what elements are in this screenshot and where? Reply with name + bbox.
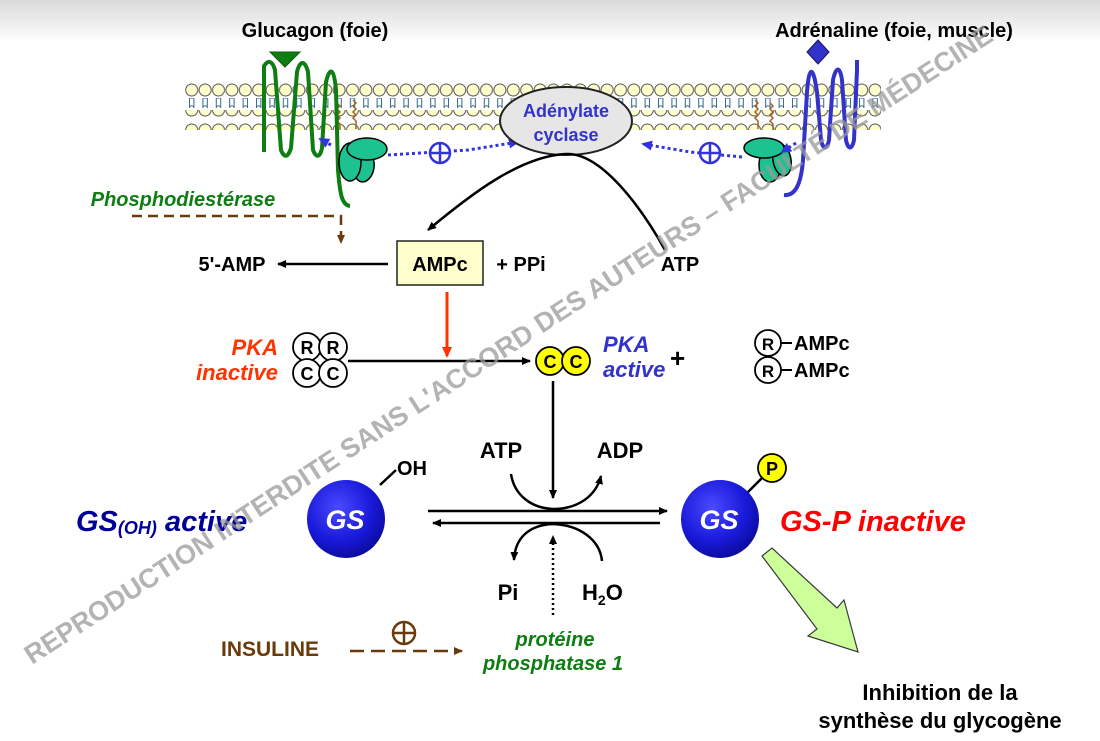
ampc-label: AMPc (412, 254, 468, 276)
pka-c-subunit-1: C (301, 364, 314, 384)
gs-inactive-label: GS-P inactive (780, 506, 966, 538)
oh-label: OH (397, 458, 427, 480)
r-subunit-bound-2: R (762, 362, 774, 381)
phosphatase-label-2: phosphatase 1 (482, 653, 623, 675)
h2o-label: H2O (582, 580, 623, 608)
gprotein-to-cyclase-arrows (318, 137, 797, 165)
g-protein-left (338, 137, 388, 183)
pka-inactive-label-2: inactive (196, 360, 278, 385)
glucagon-receptor (262, 51, 351, 208)
pka-catalytic-subunits (535, 346, 591, 376)
pka-active-c-1: C (544, 352, 557, 372)
adrenaline-label: Adrénaline (foie, muscle) (775, 20, 1013, 42)
pi-label: Pi (498, 580, 519, 605)
pka-active-label-1: PKA (603, 332, 649, 357)
atp-mid-label: ATP (480, 438, 522, 463)
r-subunit-bound-1: R (762, 335, 774, 354)
5amp-label: 5'-AMP (199, 254, 266, 276)
outcome-line-1: Inhibition de la (862, 680, 1018, 705)
atp-to-ampc-arrow (427, 152, 667, 251)
r-ampc-label-2: AMPc (794, 360, 850, 382)
r-ampc-complex (754, 329, 792, 384)
h2o-pi-curve (510, 522, 604, 562)
ppi-label: + PPi (496, 254, 545, 276)
phosphate-label: P (766, 459, 778, 479)
activation-plus-left-icon (428, 141, 452, 165)
pka-holoenzyme (292, 332, 348, 388)
gs-inactive-sphere-label: GS (699, 505, 738, 535)
phosphodiesterase-label: Phosphodiestérase (91, 189, 276, 211)
pka-r-subunit-2: R (327, 338, 340, 358)
atp-top-label: ATP (661, 254, 700, 276)
header-gradient (0, 0, 1100, 42)
pka-active-label-2: active (603, 357, 665, 382)
adenylate-cyclase-label-2: cyclase (533, 125, 598, 145)
gs-active-sphere (307, 480, 385, 558)
gs-inactive-sphere (681, 480, 759, 558)
oh-bond (379, 469, 397, 486)
insulin-label: INSULINE (221, 638, 319, 661)
activation-plus-right-icon (698, 141, 722, 165)
phosphate-group (757, 453, 787, 483)
pka-inactive-label-1: PKA (232, 335, 278, 360)
atp-adp-curve (509, 473, 603, 511)
plus-sign: + (670, 343, 685, 373)
pka-active-c-2: C (570, 352, 583, 372)
adrenaline-receptor (783, 39, 859, 198)
adenylate-cyclase: Adénylate cyclase (499, 86, 633, 156)
adenylate-cyclase-label-1: Adénylate (523, 101, 609, 121)
pka-r-subunit-1: R (301, 338, 314, 358)
gs-active-label: GS(OH) active (76, 506, 247, 538)
outcome-line-2: synthèse du glycogène (818, 708, 1061, 733)
phosphate-bond (747, 476, 764, 493)
phosphodiesterase-inhibition-line (132, 214, 345, 244)
adp-label: ADP (597, 438, 643, 463)
ampc-box (396, 240, 484, 286)
insulin-activation-plus-icon (391, 620, 417, 646)
adrenaline-ligand-diamond-icon (806, 39, 830, 65)
inhibition-outcome-arrow (761, 547, 859, 653)
glucagon-ligand-triangle-icon (268, 51, 302, 68)
pka-c-subunit-2: C (327, 364, 340, 384)
glucagon-label: Glucagon (foie) (242, 20, 389, 42)
phosphatase-label-1: protéine (515, 629, 595, 651)
gs-active-sphere-label: GS (325, 505, 364, 535)
r-ampc-label-1: AMPc (794, 333, 850, 355)
